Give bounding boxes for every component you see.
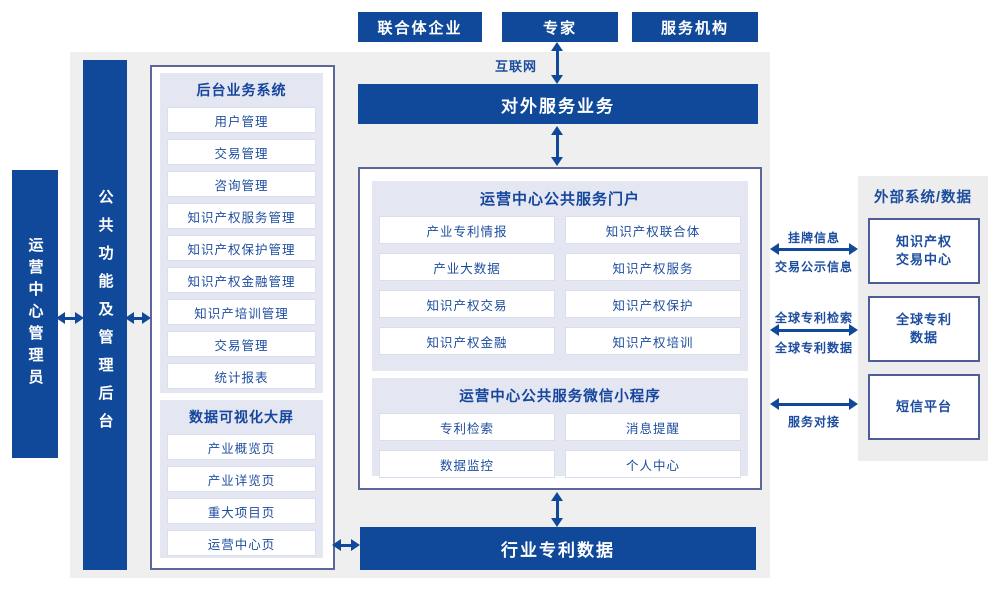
node-global-patent-data: 全球专利 数据: [868, 296, 980, 362]
portal-item-ip-service: 知识产权服务: [565, 253, 741, 281]
portal-item-ip-finance: 知识产权金融: [379, 327, 555, 355]
miniprogram-title: 运营中心公共服务微信小程序: [459, 389, 661, 405]
arrow-internet-icon: [550, 42, 564, 84]
dashboard-panel: 数据可视化大屏 产业概览页 产业详览页 重大项目页 运营中心页: [160, 400, 323, 558]
portal-item-ip-protection: 知识产权保护: [565, 290, 741, 318]
global-patent-data-line1: 全球专利: [895, 311, 952, 327]
backend-item-ip-protection-mgmt: 知识产权保护管理: [167, 235, 316, 261]
node-sms-platform: 短信平台: [868, 374, 980, 440]
miniprogram-item-data-monitor: 数据监控: [379, 450, 555, 478]
miniprogram-item-patent-search: 专利检索: [379, 413, 555, 441]
dashboard-item-operations-center: 运营中心页: [167, 530, 316, 556]
backend-item-consult-mgmt: 咨询管理: [167, 171, 316, 197]
node-industry-patent-data: 行业专利数据: [360, 527, 756, 570]
miniprogram-panel: 运营中心公共服务微信小程序 专利检索 消息提醒 数据监控 个人中心: [372, 378, 748, 478]
arrow-dashboard-to-industry-icon: [332, 538, 360, 552]
miniprogram-items-grid: 专利检索 消息提醒 数据监控 个人中心: [379, 413, 741, 478]
portal-item-patent-intelligence: 产业专利情报: [379, 216, 555, 244]
portal-items-grid: 产业专利情报 知识产权联合体 产业大数据 知识产权服务 知识产权交易 知识产权保…: [379, 216, 741, 355]
node-public-function-admin-backend: 公共功能及管理后台: [83, 60, 127, 570]
ip-trade-center-line2: 交易中心: [895, 252, 952, 267]
portal-title: 运营中心公共服务门户: [479, 191, 640, 208]
dashboard-item-major-projects: 重大项目页: [167, 498, 316, 524]
label-trade-publicity-info: 交易公示信息: [774, 260, 853, 274]
sms-platform-line1: 短信平台: [895, 398, 952, 414]
portal-item-ip-training: 知识产权培训: [565, 327, 741, 355]
node-experts: 专家: [502, 12, 618, 42]
ip-trade-center-line1: 知识产权: [895, 233, 952, 249]
portal-item-ip-consortium: 知识产权联合体: [565, 216, 741, 244]
dashboard-title: 数据可视化大屏: [189, 409, 294, 425]
arrow-portal-to-sms-icon: [770, 397, 858, 411]
backend-item-ip-service-mgmt: 知识产权服务管理: [167, 203, 316, 229]
node-ip-trade-center: 知识产权 交易中心: [868, 218, 980, 284]
backend-item-trade-mgmt-2: 交易管理: [167, 331, 316, 357]
external-panel-title: 外部系统/数据: [873, 190, 973, 206]
arrow-miniprogram-to-industry-icon: [550, 492, 564, 527]
label-global-patent-search: 全球专利检索: [774, 311, 853, 325]
backend-item-ip-finance-mgmt: 知识产权金融管理: [167, 267, 316, 293]
backend-item-user-mgmt: 用户管理: [167, 107, 316, 133]
backend-system-panel: 后台业务系统 用户管理 交易管理 咨询管理 知识产权服务管理 知识产权保护管理 …: [160, 73, 323, 393]
node-external-service-business: 对外服务业务: [358, 84, 758, 124]
miniprogram-item-message-alert: 消息提醒: [565, 413, 741, 441]
global-patent-data-line2: 数据: [909, 330, 938, 345]
label-global-patent-data: 全球专利数据: [774, 341, 853, 355]
backend-system-title: 后台业务系统: [196, 82, 287, 98]
miniprogram-item-personal-center: 个人中心: [565, 450, 741, 478]
arrow-portal-to-patent-data-icon: [770, 323, 858, 337]
backend-item-trade-mgmt: 交易管理: [167, 139, 316, 165]
arrow-admin-to-backend-icon: [56, 311, 84, 325]
internet-label: 互联网: [494, 59, 537, 74]
arrow-backend-to-system-icon: [125, 311, 151, 325]
dashboard-item-industry-detail: 产业详览页: [167, 466, 316, 492]
arrow-service-to-portal-icon: [550, 126, 564, 166]
portal-item-industry-bigdata: 产业大数据: [379, 253, 555, 281]
arrow-portal-to-trade-center-icon: [770, 242, 858, 256]
node-service-agencies: 服务机构: [632, 12, 758, 42]
dashboard-item-industry-overview: 产业概览页: [167, 434, 316, 460]
node-consortium-enterprises: 联合体企业: [358, 12, 482, 42]
label-service-link: 服务对接: [787, 415, 840, 429]
portal-panel: 运营中心公共服务门户 产业专利情报 知识产权联合体 产业大数据 知识产权服务 知…: [372, 181, 748, 371]
backend-item-statistics-report: 统计报表: [167, 363, 316, 389]
portal-item-ip-trade: 知识产权交易: [379, 290, 555, 318]
node-operations-center-admin: 运营中心管理员: [12, 170, 58, 458]
backend-item-ip-training-mgmt: 知识产培训管理: [167, 299, 316, 325]
